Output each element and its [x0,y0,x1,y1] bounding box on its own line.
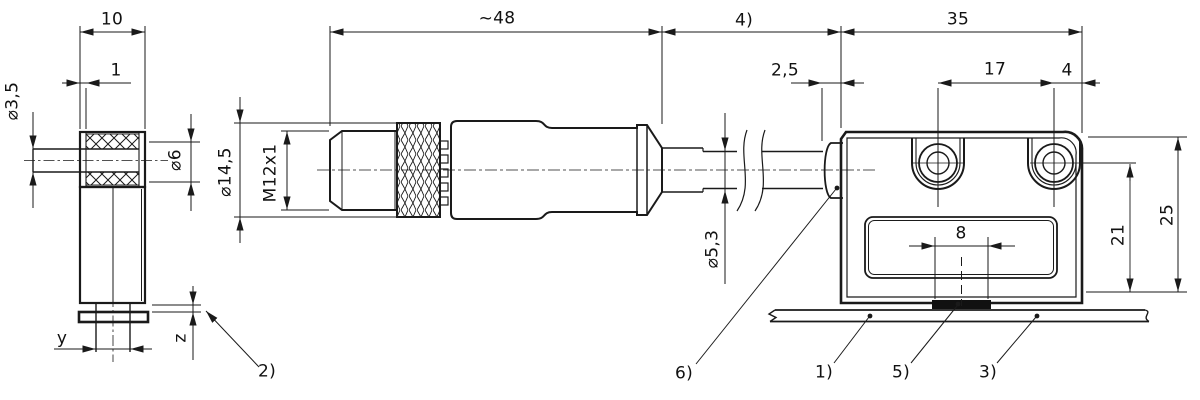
dim-sleeve-diameter: ⌀6 [165,149,186,171]
footnote-2: 2) [257,361,277,382]
footnote-5: 5) [891,362,911,383]
dim-gland-protrusion: 2,5 [771,60,799,81]
dim-height-to-hole: 21 [1108,223,1129,247]
sensor-body [839,130,1084,309]
footnote-3: 3) [978,362,998,383]
dim-height-total: 25 [1157,203,1178,227]
cable [662,129,823,212]
footnote-6: 6) [674,363,694,384]
dim-hole-edge-offset: 4 [1061,60,1073,81]
mounting-band [767,309,1150,323]
cable-break-symbol [736,129,766,212]
leader-lines [205,185,1040,368]
dim-cable-diameter: ⌀5,3 [702,229,723,269]
footnote-1: 1) [814,362,834,383]
dim-y: y [56,328,68,349]
dim-thread: M12x1 [260,143,281,203]
dim-sensing-width: 8 [955,223,967,244]
dim-body-length: 35 [946,9,970,30]
dim-connector-length: ~48 [478,8,516,29]
dim-connector-diameter: ⌀14,5 [215,147,236,197]
dim-cap-wall: 1 [110,60,122,81]
dim-pin-diameter: ⌀3,5 [2,81,23,121]
dim-hole-pitch: 17 [983,59,1007,80]
cable-gland [823,142,843,199]
footnote-4: 4) [734,10,754,31]
m12-connector [317,120,876,220]
dimension-lines [29,26,1187,360]
dim-cap-width: 10 [100,9,124,30]
connector-contacts [439,140,449,206]
mounting-pin-view [24,130,168,362]
dim-z: z [170,333,191,343]
